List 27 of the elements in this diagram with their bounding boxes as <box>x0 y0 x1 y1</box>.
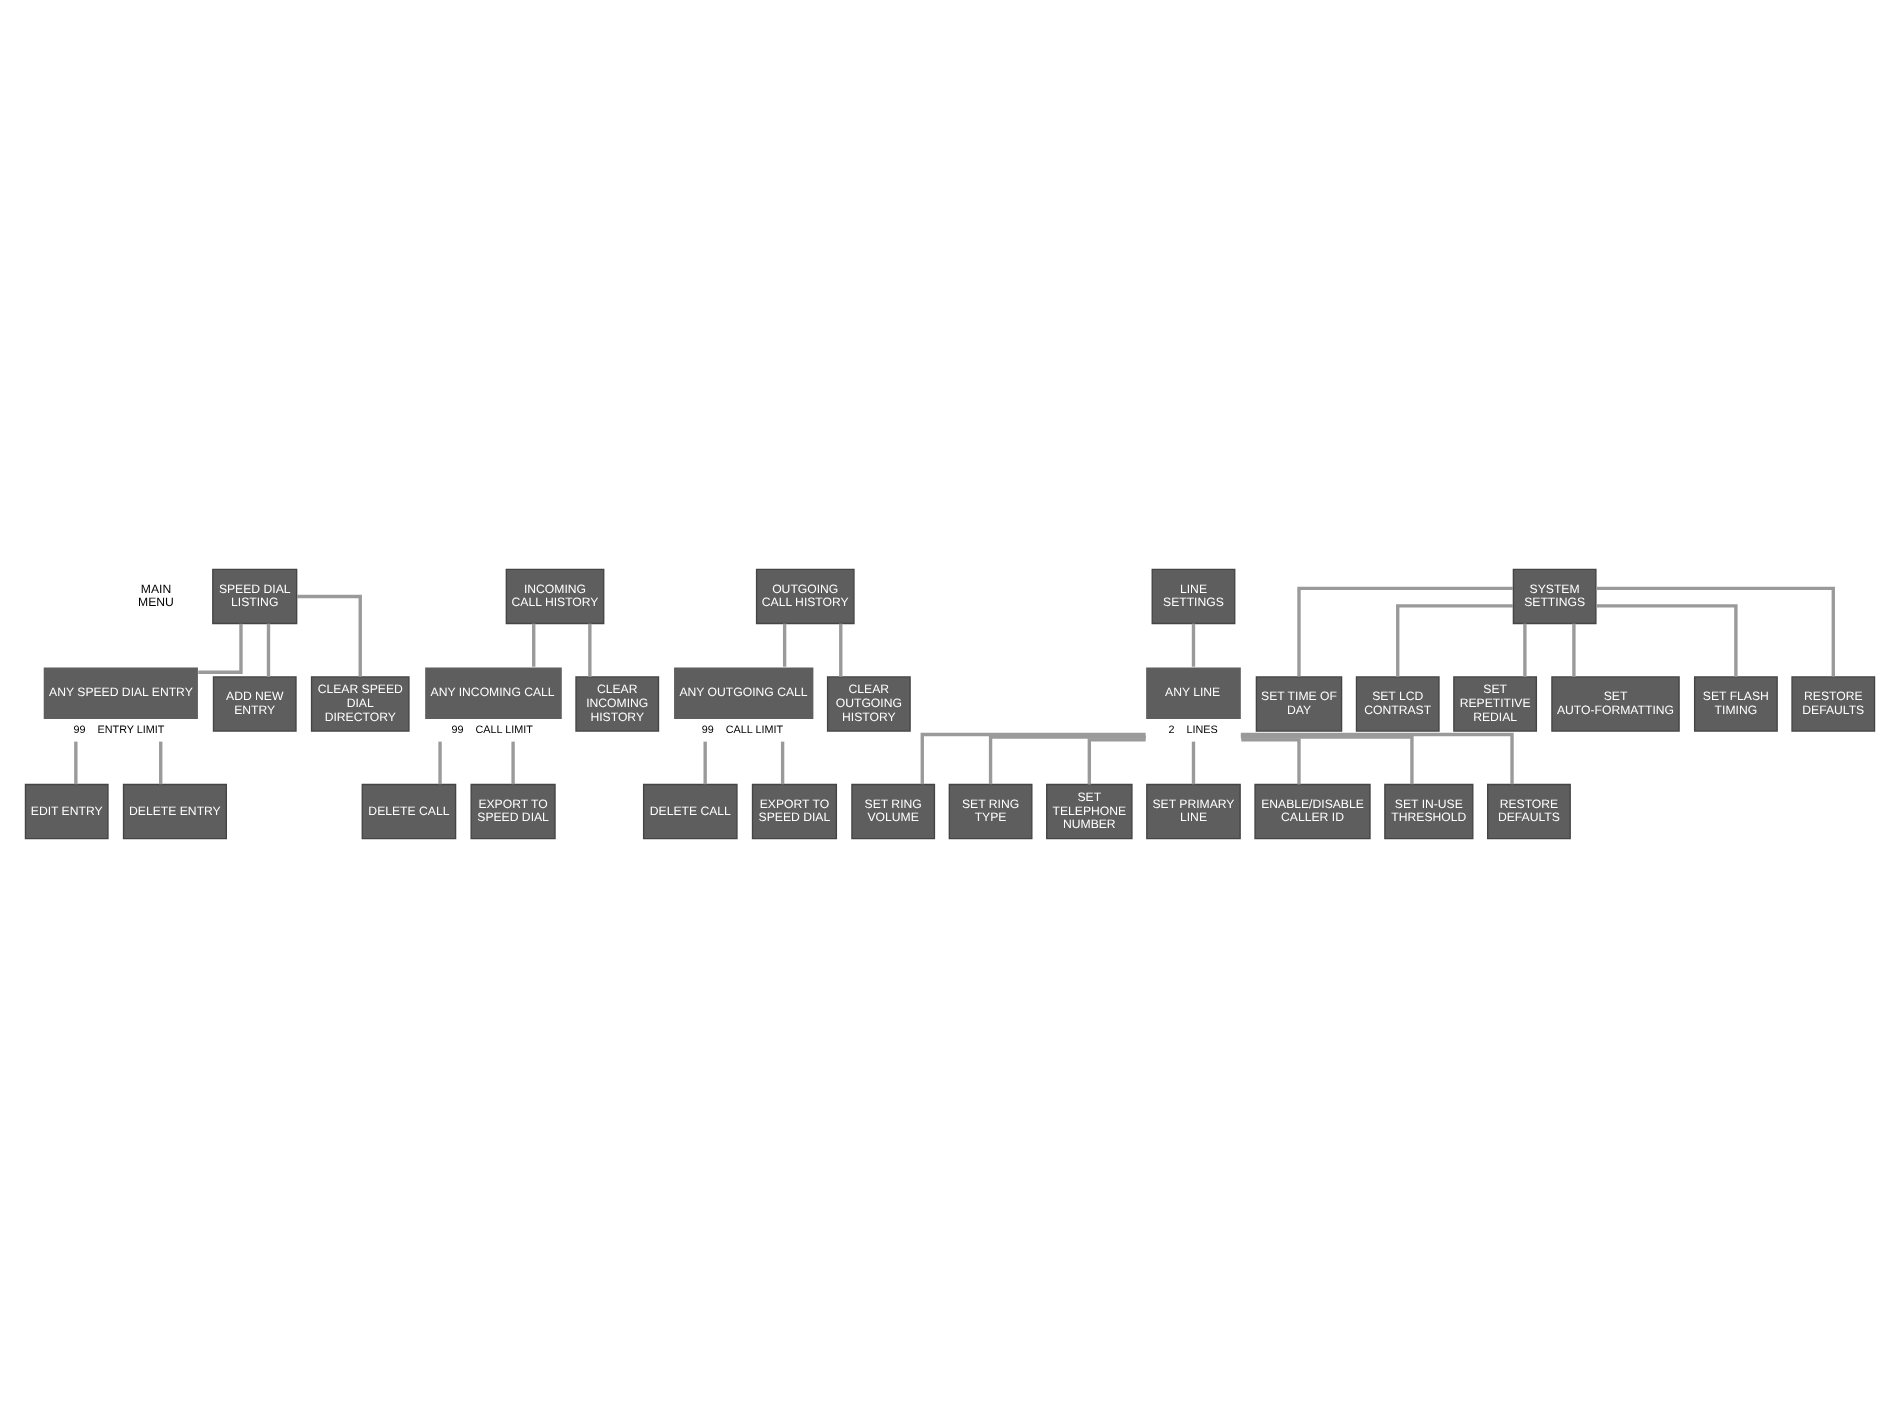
connector <box>266 623 271 677</box>
connector <box>297 594 362 677</box>
connector <box>1240 735 1414 785</box>
connector <box>1572 623 1576 677</box>
connector <box>1297 586 1513 677</box>
connector <box>839 623 843 677</box>
connector <box>1241 738 1301 785</box>
connector <box>511 741 515 785</box>
connector <box>532 623 536 667</box>
connector <box>159 741 163 785</box>
connector <box>988 735 1146 785</box>
connector <box>1523 623 1527 677</box>
connector <box>198 623 243 674</box>
connector <box>588 623 592 677</box>
connector <box>1191 741 1196 785</box>
connector <box>782 623 787 667</box>
connector <box>703 741 707 785</box>
connector <box>438 741 442 785</box>
connector <box>74 741 78 785</box>
connector <box>1596 604 1738 677</box>
connector <box>780 741 785 785</box>
connector <box>1087 738 1146 785</box>
connector <box>1396 604 1513 677</box>
connector <box>1191 623 1196 667</box>
connector <box>920 732 1146 785</box>
connector <box>1240 732 1514 785</box>
connector <box>1596 586 1835 677</box>
